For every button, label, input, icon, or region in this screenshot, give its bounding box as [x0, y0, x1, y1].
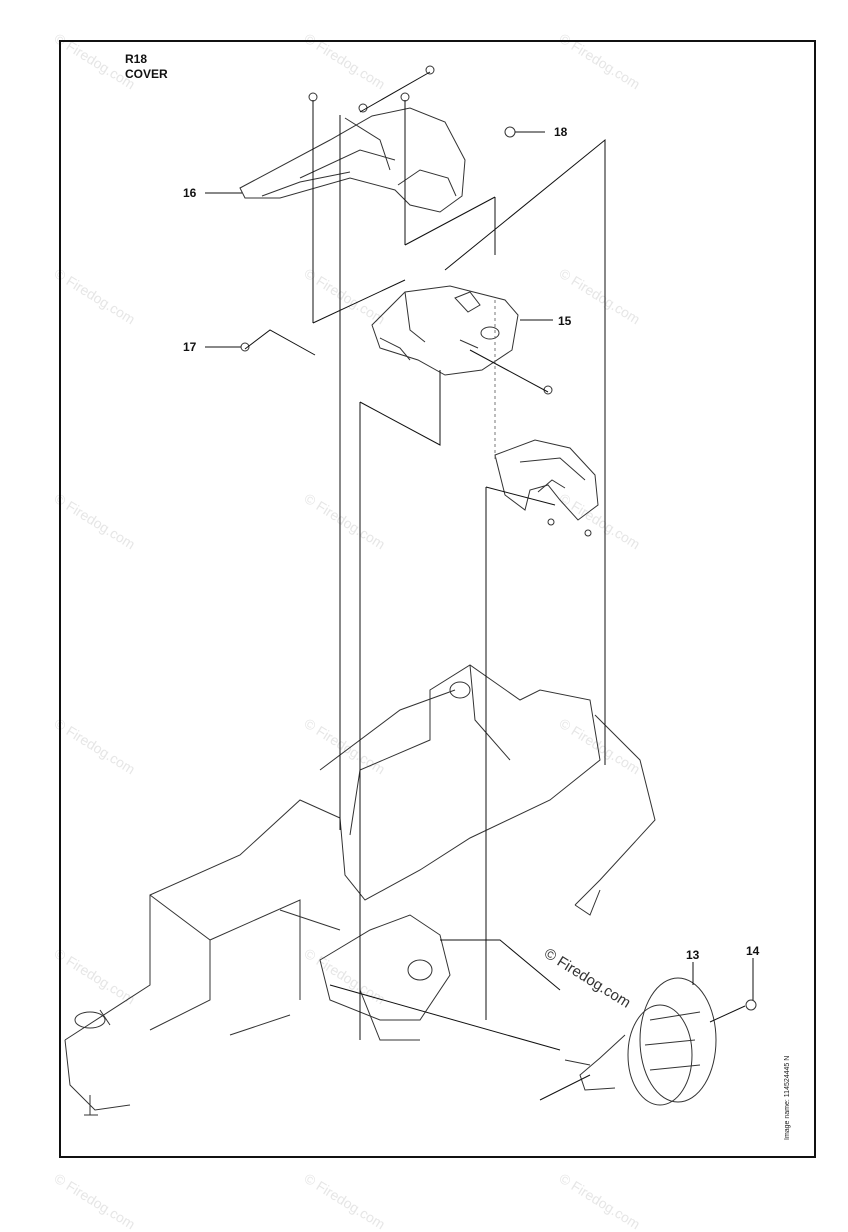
- callout-13: 13: [686, 948, 700, 962]
- callout-15: 15: [558, 314, 572, 328]
- callout-17: 17: [183, 340, 197, 354]
- diagram-header: R18 COVER: [125, 52, 168, 82]
- diagram-title: COVER: [125, 67, 168, 81]
- mower-chassis: [64, 664, 656, 1116]
- fan-shroud: [494, 439, 599, 521]
- diagram-code: R18: [125, 52, 148, 66]
- fasteners: [240, 65, 757, 1011]
- image-name-label: Image name: 114524445 N: [784, 1055, 791, 1140]
- part-15-lower-cover: [371, 285, 519, 376]
- assembly-lines: [205, 71, 754, 1101]
- part-13-pulley: [564, 977, 717, 1106]
- part-16-top-cover: [239, 107, 466, 213]
- exploded-parts-drawing: [64, 65, 757, 1116]
- drawing-frame: [59, 40, 816, 1158]
- callout-16: 16: [183, 186, 197, 200]
- callout-18: 18: [554, 125, 568, 139]
- callout-14: 14: [746, 944, 760, 958]
